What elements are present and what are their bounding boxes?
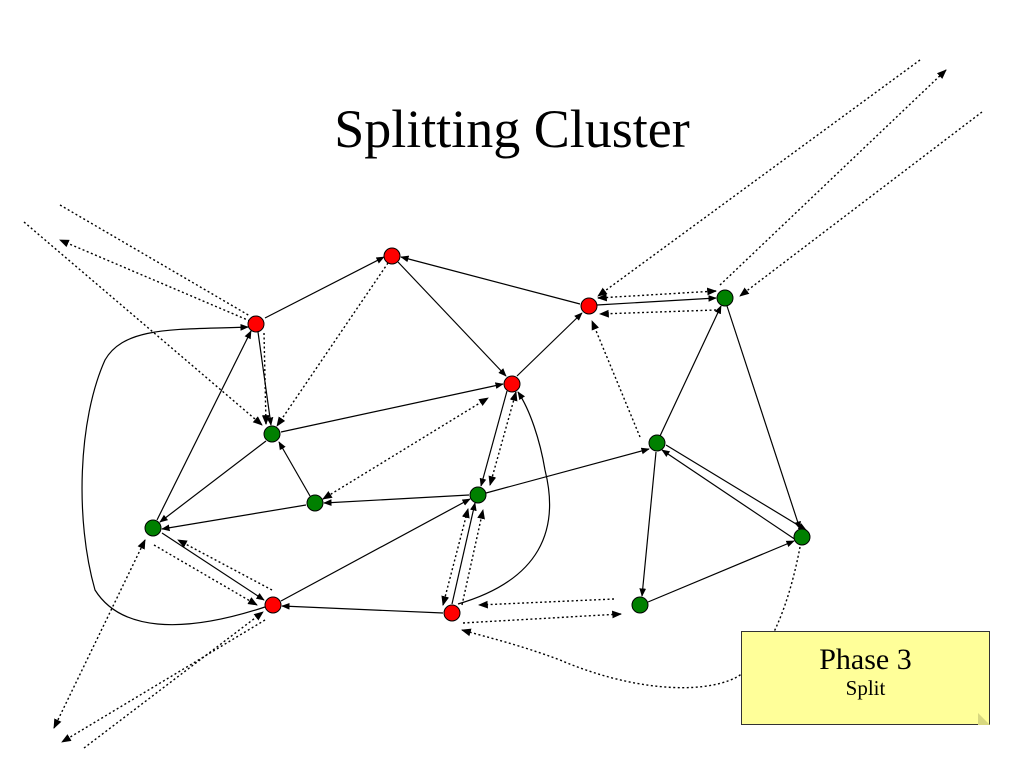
edge-g_left_mid-r_center xyxy=(280,382,504,433)
node-green-g_center xyxy=(469,486,487,504)
edge-g_right_mid-g_center xyxy=(485,447,650,494)
edge-g_far_right-r_bottom_mid-dotted-curve xyxy=(461,546,801,689)
edge-r_bottom_mid-g_center-solid xyxy=(451,502,477,605)
edge-g_right_mid-g_far_right-a xyxy=(665,444,807,531)
node-green-g_far_right xyxy=(793,528,811,546)
node-green-g_bottom_right xyxy=(631,596,649,614)
edge-r_bottom_mid-g_center-dotted-b xyxy=(461,509,485,606)
node-red-r_right_top xyxy=(580,297,598,315)
node-red-r_center xyxy=(503,375,521,393)
edge-r_right_top-g_top_right-dotted xyxy=(599,309,717,318)
edge-r_bottom_left-r_left-curve xyxy=(81,323,266,626)
node-red-r_left xyxy=(247,315,265,333)
external-link-top-right-2 xyxy=(719,69,947,286)
node-green-g_left_mid xyxy=(263,425,281,443)
edge-r_left-g_left_mid-dotted xyxy=(261,332,270,425)
node-green-g_right_mid xyxy=(648,434,666,452)
edge-g_far_left-r_bottom_left-dotted xyxy=(153,544,258,606)
external-link-top-left-1 xyxy=(59,204,251,317)
external-link-top-right-3 xyxy=(739,111,983,297)
phase-subtitle: Split xyxy=(845,675,886,700)
external-link-top-left-2 xyxy=(59,239,251,322)
edge-g_bottom_right-r_bottom_mid-dotted xyxy=(478,598,615,609)
edge-r_right_top-g_top_right xyxy=(596,295,717,306)
edge-g_left_mid-g_far_left xyxy=(159,440,267,523)
edge-g_center_left-r_center-dotted xyxy=(322,397,489,500)
edge-g_center-g_center_left xyxy=(323,494,470,506)
edge-g_far_left-r_bottom_left-solid xyxy=(161,532,265,601)
edge-g_right_mid-g_top_right xyxy=(659,305,722,437)
node-green-g_far_left xyxy=(144,519,162,537)
nodes xyxy=(144,247,811,622)
edge-r_center-r_right_top xyxy=(516,312,583,377)
edge-r_top-r_center xyxy=(397,261,507,377)
dotted-edges xyxy=(23,59,983,749)
slide-title: Splitting Cluster xyxy=(334,99,690,159)
edge-g_right_mid-g_bottom_right xyxy=(639,451,657,597)
edge-r_bottom_mid-g_center-dotted-a xyxy=(441,508,470,606)
edge-g_far_left-r_left xyxy=(156,330,252,521)
node-green-g_top_right xyxy=(716,289,734,307)
edge-r_bottom_mid-r_center-curve xyxy=(457,391,551,605)
edge-g_center_left-g_left_mid xyxy=(278,441,311,497)
edge-g_bottom_right-g_far_right xyxy=(647,540,795,603)
edge-g_top_right-g_far_right xyxy=(726,305,801,530)
solid-edges xyxy=(81,255,807,626)
external-link-top-left-3 xyxy=(23,221,263,426)
edge-g_top_right-r_right_top-dotted xyxy=(597,287,717,302)
edge-r_bottom_left-g_far_left-dotted xyxy=(177,539,273,591)
node-red-r_bottom_left xyxy=(264,596,282,614)
edge-r_bottom_mid-g_bottom_right-dotted xyxy=(462,610,622,624)
edge-g_center-g_far_left xyxy=(161,504,307,532)
external-link-top-right-1 xyxy=(597,59,921,297)
note-fold-corner xyxy=(978,713,990,725)
node-red-r_top xyxy=(383,247,401,265)
phase-title: Phase 3 xyxy=(819,643,912,676)
edge-r_top-g_left_mid-dotted xyxy=(276,262,389,427)
node-green-g_center_left xyxy=(306,494,324,512)
edge-r_right_top-r_top xyxy=(400,255,581,305)
phase-note: Phase 3 Split xyxy=(741,631,990,725)
edge-r_bottom_mid-r_bottom_left xyxy=(281,602,444,614)
edge-r_left-r_top xyxy=(264,256,385,319)
edge-g_right_mid-g_far_right-b xyxy=(661,449,797,541)
external-link-bottom-left-1 xyxy=(53,539,146,729)
node-red-r_bottom_mid xyxy=(443,604,461,622)
edge-r_bottom_left-g_center xyxy=(280,498,471,602)
external-link-bottom-left-2 xyxy=(83,611,264,749)
external-link-bottom-left-3 xyxy=(61,619,266,743)
edge-g_right_mid-r_right_top-dotted xyxy=(591,320,641,438)
